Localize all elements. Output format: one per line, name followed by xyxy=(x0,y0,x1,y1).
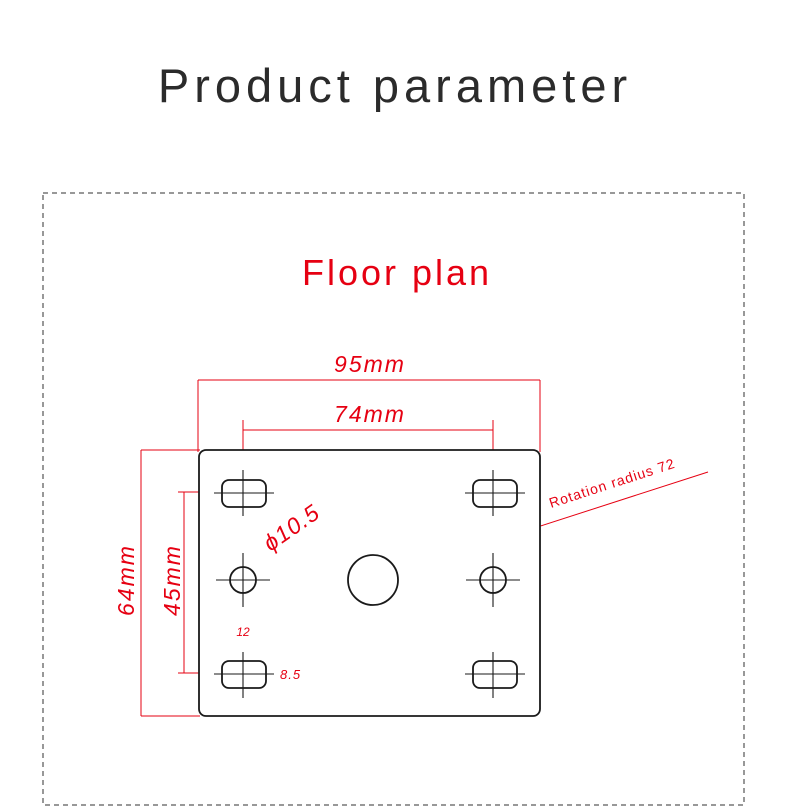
dim-slot-height: 8.5 xyxy=(280,667,301,682)
center-marks xyxy=(214,470,525,698)
dim-overall-height: 64mm xyxy=(113,544,139,616)
dim-hole-spacing-height: 45mm xyxy=(159,544,185,616)
base-plate xyxy=(198,449,541,717)
floor-plan-title: Floor plan xyxy=(302,252,492,293)
page-title: Product parameter xyxy=(157,59,633,112)
dim-overall-width: 95mm xyxy=(334,351,406,377)
center-hole xyxy=(347,554,399,606)
dim-slot-width: 12 xyxy=(236,625,250,639)
dim-hole-spacing-width: 74mm xyxy=(334,401,406,427)
